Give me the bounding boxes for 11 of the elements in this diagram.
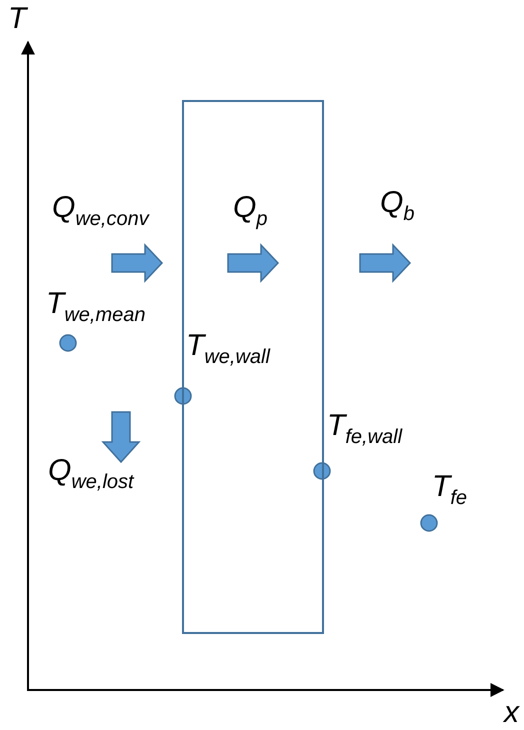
temperature-label: T$_{we,mean}$ (46, 289, 146, 325)
heat-flow-label: Q$_{we,lost}$ (48, 456, 134, 492)
heat-flow-label: Q$_{p}$ (233, 193, 268, 229)
wall-rectangle (182, 100, 324, 634)
axis-label: x (504, 698, 519, 728)
temperature-label: T$_{we,wall}$ (186, 331, 270, 367)
temperature-label: T$_{fe,wall}$ (327, 411, 402, 447)
temperature-label: T$_{fe}$ (432, 472, 468, 508)
heat-flow-label: Q$_{we,conv}$ (52, 193, 149, 229)
axis-label: T (8, 4, 26, 34)
heat-flow-label: Q$_{b}$ (380, 188, 414, 224)
